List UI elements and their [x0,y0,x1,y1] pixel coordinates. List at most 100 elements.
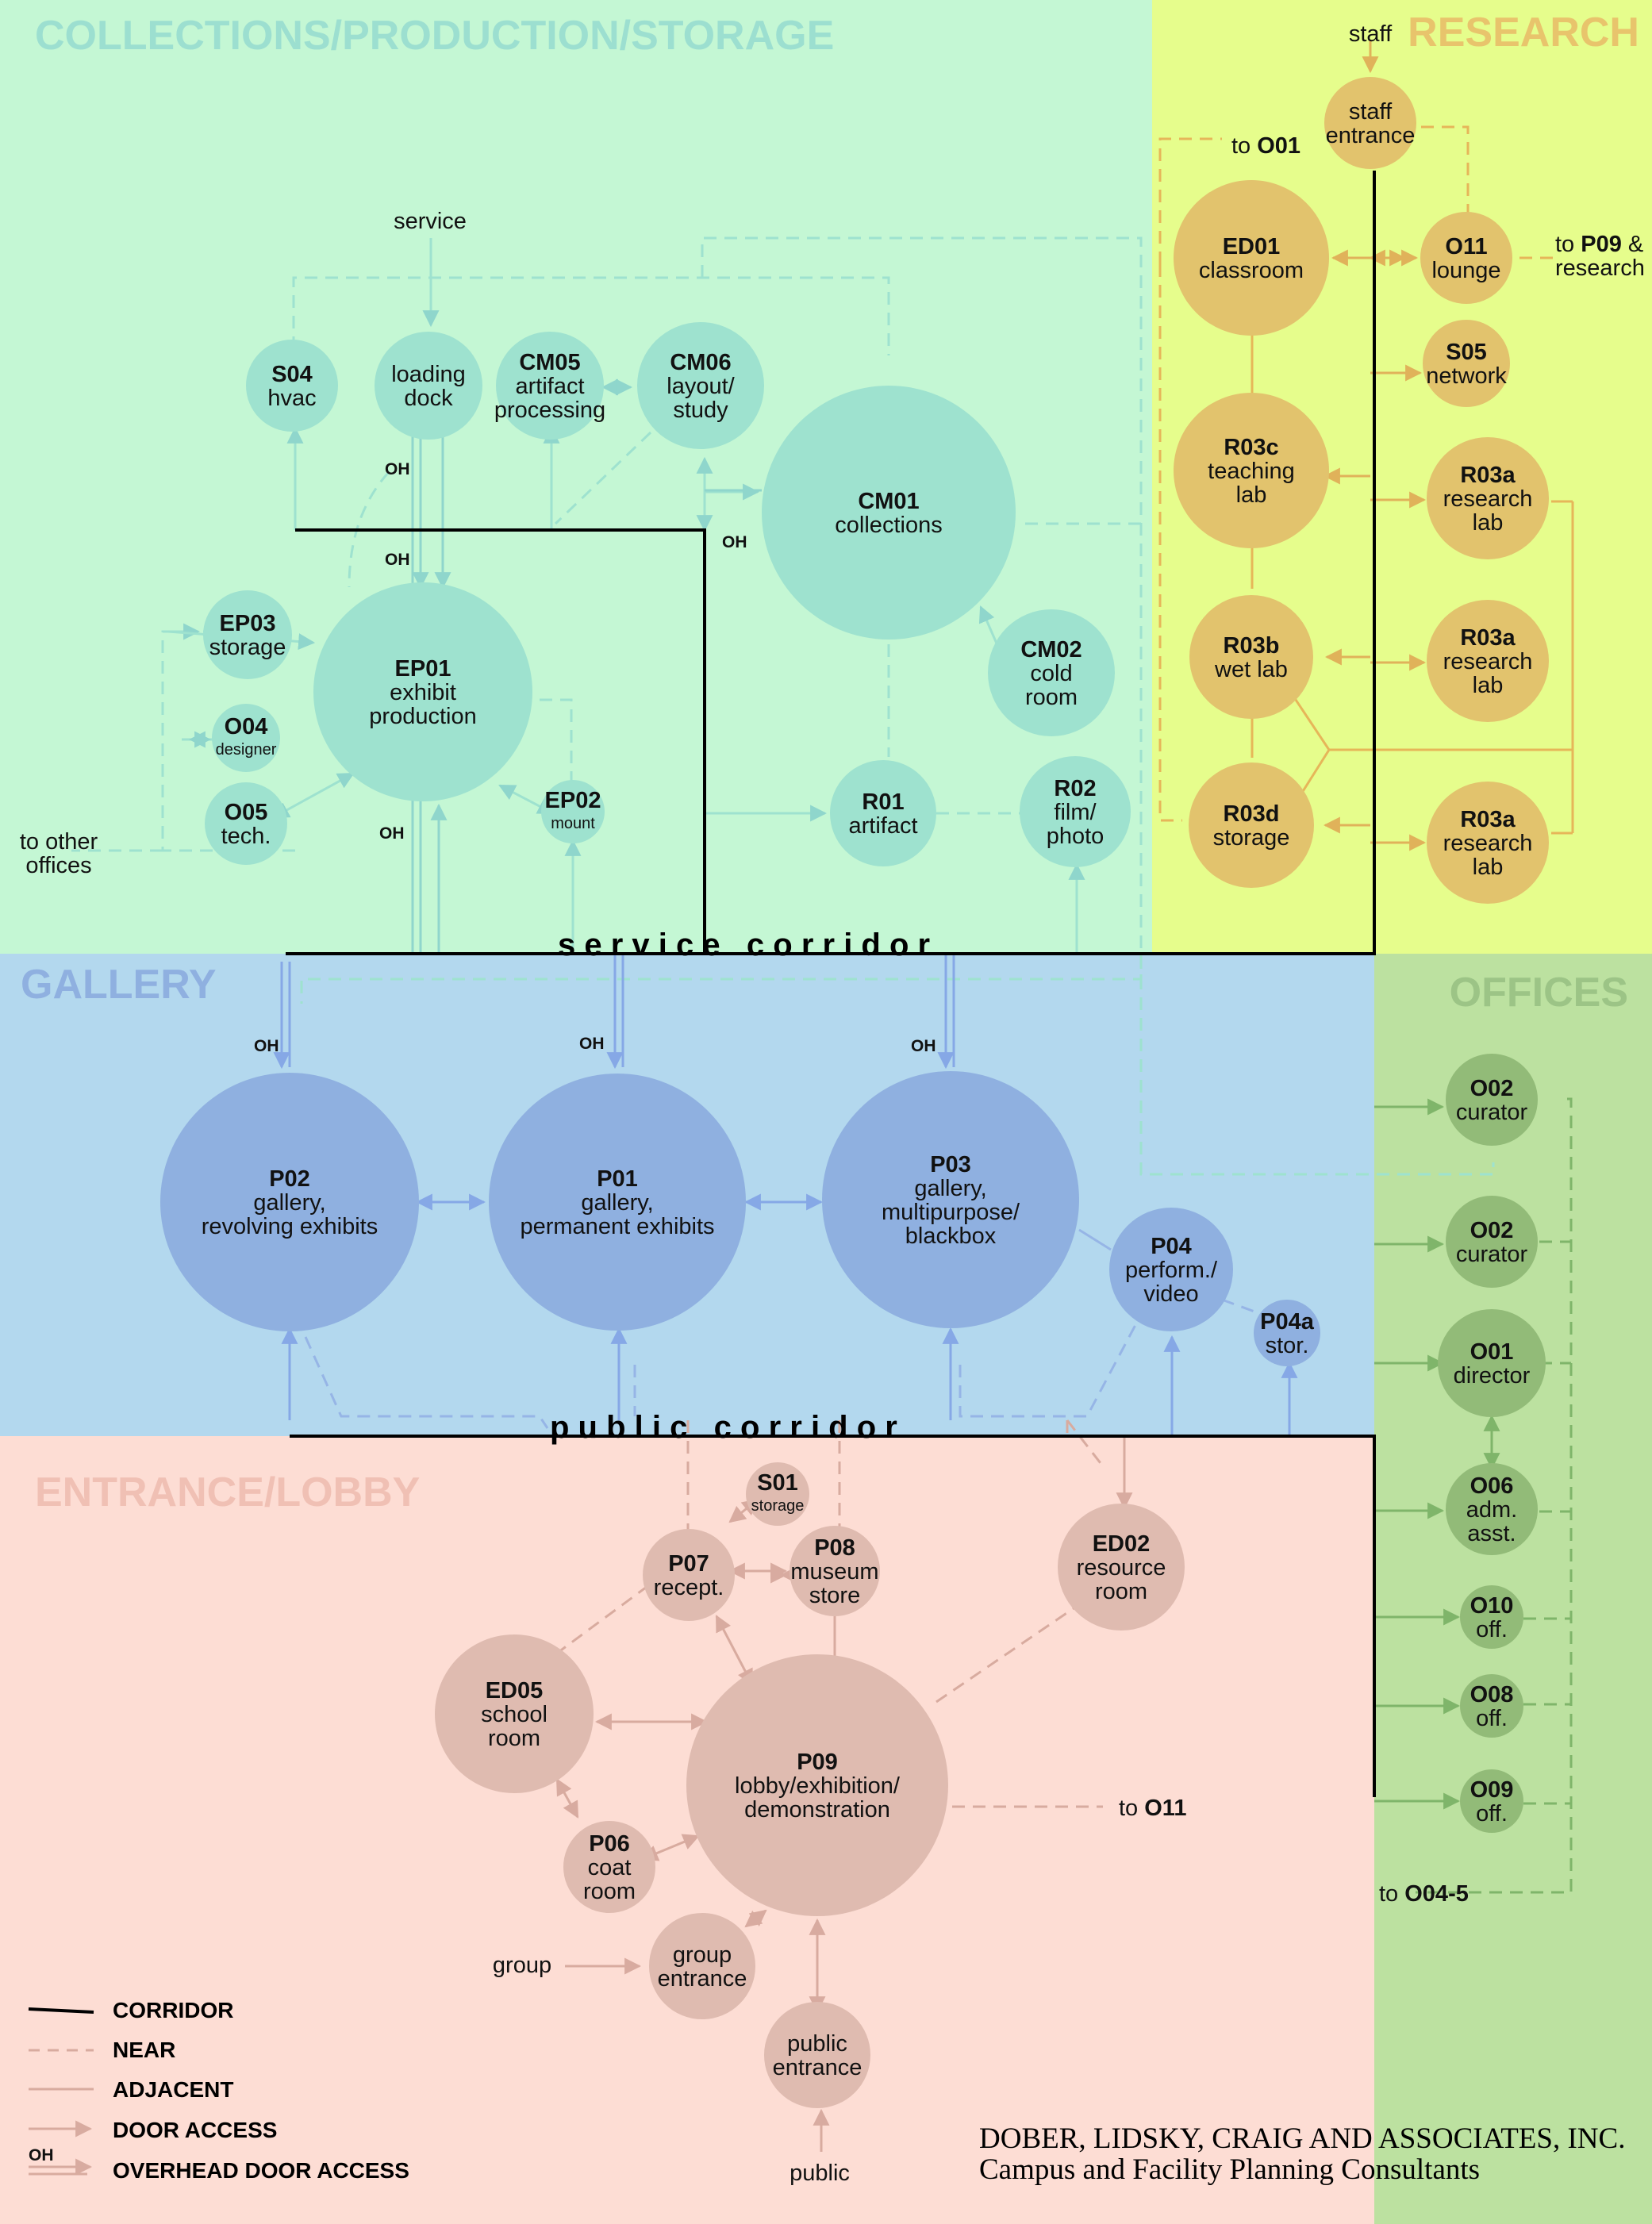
node-circle [205,782,287,865]
node-label: blackbox [905,1223,997,1249]
node-id: R03a [1460,463,1516,488]
node-label: revolving exhibits [202,1214,378,1239]
node-id: O02 [1470,1076,1514,1101]
node-label: hvac [267,386,316,411]
service-corridor-label: s e r v i c e c o r r i d o r [558,928,930,962]
node-circle [637,322,764,449]
oh-labels: OH OH OH OH OH OH OH [254,460,936,1055]
node-id: ED01 [1223,234,1281,259]
node-label: room [488,1726,540,1751]
node-id: P08 [814,1535,855,1561]
node-id: O10 [1470,1593,1514,1619]
adjacent-links [833,331,1574,1657]
zone-title-research: RESEARCH [1408,10,1639,56]
node-ep02: EP02 mount [541,780,605,843]
node-label: storage [209,635,286,660]
node-label: off. [1476,1706,1508,1731]
node-circle [1446,1196,1538,1288]
node-id: O01 [1470,1339,1514,1365]
node-id: S04 [271,362,313,387]
node-circle [212,704,280,772]
node-label: director [1454,1363,1531,1389]
node-id: R03a [1460,625,1516,651]
node-circle [1460,1769,1523,1833]
other-offices-label-2: offices [25,853,91,878]
external-labels: service staff to other offices to O01 to… [20,21,1645,2186]
oh-label: OH [722,533,747,551]
node-circle [830,760,936,866]
node-id: CM02 [1020,637,1081,663]
group-label: group [493,1953,551,1978]
other-offices-label: to other [20,829,98,855]
node-label: artifact [848,813,917,839]
node-circle [764,2002,870,2108]
node-circle [160,1073,419,1331]
node-id: S01 [757,1470,798,1496]
node-id: EP02 [545,788,601,813]
legend: CORRIDOR NEAR ADJACENT DOOR ACCESS OH OV… [28,1998,409,2183]
node-id: P06 [589,1831,630,1857]
public-corridor-label: p u b l i c c o r r i d o r [550,1410,897,1445]
node-circle [1446,1463,1538,1555]
node-id: O08 [1470,1682,1514,1707]
node-circle [1427,782,1549,904]
node-label: cold [1030,661,1072,686]
node-label: research [1443,649,1533,674]
node-circle [746,1462,809,1526]
node-id: R02 [1054,776,1096,801]
zone-title-offices: OFFICES [1450,970,1628,1016]
credit-line-1: DOBER, LIDSKY, CRAIG AND ASSOCIATES, INC… [979,2122,1625,2155]
node-circle [790,1526,880,1616]
oh-label: OH [911,1037,936,1055]
node-circle [988,609,1115,736]
node-label: lobby/exhibition/ [735,1773,901,1799]
node-id: O06 [1470,1473,1514,1499]
node-label: off. [1476,1617,1508,1642]
node-label: designer [216,741,277,759]
node-label: study [673,398,728,423]
node-id: S05 [1446,340,1487,365]
node-id: P01 [597,1166,638,1192]
legend-overhead-label: OVERHEAD DOOR ACCESS [113,2158,409,2183]
node-label: film/ [1054,800,1097,825]
node-label: permanent exhibits [520,1214,714,1239]
node-circle [1058,1504,1185,1631]
to-o11-label: to O11 [1119,1796,1186,1821]
node-id: O11 [1445,234,1487,259]
node-label: room [1025,685,1078,710]
service-label: service [394,209,467,234]
node-label: research [1443,486,1533,512]
legend-adjacent-label: ADJACENT [113,2077,233,2102]
node-id: R01 [862,789,904,815]
node-circle [1254,1300,1320,1366]
node-circle [375,332,482,440]
node-label: photo [1047,824,1105,849]
legend-near-label: NEAR [113,2038,175,2062]
node-id: P07 [668,1551,709,1577]
node-label: mount [551,815,595,832]
node-label: public [787,2031,847,2057]
node-label: staff [1349,99,1393,125]
